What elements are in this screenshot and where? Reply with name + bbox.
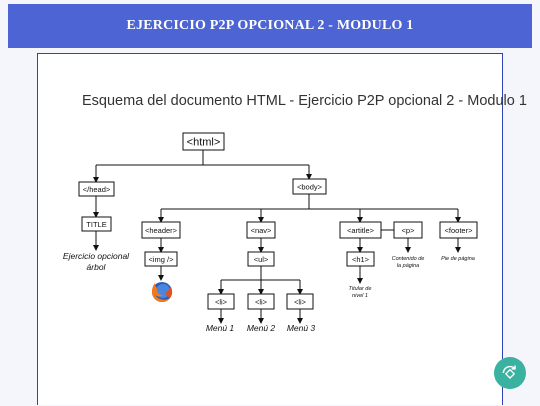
- node-li-1: <li>: [207, 293, 235, 310]
- node-body: <body>: [292, 178, 327, 195]
- node-head-label: </head>: [83, 185, 111, 194]
- node-header: <header>: [141, 221, 181, 239]
- leaf-h1-line2: nivel 1: [352, 293, 368, 299]
- node-img-label: <img />: [148, 255, 174, 264]
- node-li-3: <li>: [286, 293, 314, 310]
- node-ul-label: <ul>: [254, 255, 269, 264]
- node-title-label: TITLE: [86, 220, 106, 229]
- leaf-p-line1: Contenido de: [392, 256, 425, 262]
- node-header-label: <header>: [145, 226, 178, 235]
- node-li-3-label: <li>: [294, 298, 307, 307]
- diagram-panel: Esquema del documento HTML - Ejercicio P…: [37, 53, 527, 405]
- leaf-h1-line1: Titular de: [349, 286, 372, 292]
- node-body-label: <body>: [297, 183, 323, 192]
- node-li-2: <li>: [247, 293, 275, 310]
- leaf-menu-1: Menú 1: [206, 323, 235, 333]
- rotate-button[interactable]: [494, 357, 526, 389]
- node-artitle-label: <artitle>: [347, 226, 375, 235]
- header-bar: EJERCICIO P2P OPCIONAL 2 - MODULO 1: [8, 4, 532, 48]
- node-h1: <h1>: [346, 251, 375, 267]
- leaf-menu-2: Menú 2: [247, 323, 276, 333]
- leaf-title-line2: árbol: [87, 262, 107, 272]
- node-head: </head>: [78, 181, 115, 197]
- rotate-phone-icon: [502, 365, 516, 379]
- node-h1-label: <h1>: [352, 255, 370, 264]
- node-p: <p>: [393, 221, 423, 239]
- node-li-2-label: <li>: [255, 298, 268, 307]
- node-title: TITLE: [81, 216, 112, 232]
- html-tree-diagram: <html> </head> <body> TITLE <header> <na…: [63, 132, 478, 333]
- leaf-menu-3: Menú 3: [287, 323, 316, 333]
- leaf-footer: Pie de página: [441, 256, 475, 262]
- node-nav: <nav>: [246, 221, 276, 239]
- node-footer-label: <footer>: [445, 226, 474, 235]
- node-p-label: <p>: [402, 226, 416, 235]
- node-img: <img />: [144, 251, 178, 267]
- leaf-title-line1: Ejercicio opcional: [63, 251, 130, 261]
- node-ul: <ul>: [247, 251, 275, 267]
- node-html: <html>: [182, 132, 225, 151]
- node-footer: <footer>: [439, 221, 478, 239]
- firefox-logo-icon: [152, 282, 173, 302]
- node-html-label: <html>: [187, 137, 221, 149]
- leaf-p-line2: la página: [397, 263, 419, 269]
- node-nav-label: <nav>: [251, 226, 272, 235]
- diagram-title: Esquema del documento HTML - Ejercicio P…: [82, 93, 527, 109]
- page-title: EJERCICIO P2P OPCIONAL 2 - MODULO 1: [126, 18, 414, 33]
- node-artitle: <artitle>: [339, 221, 382, 239]
- node-li-1-label: <li>: [215, 298, 228, 307]
